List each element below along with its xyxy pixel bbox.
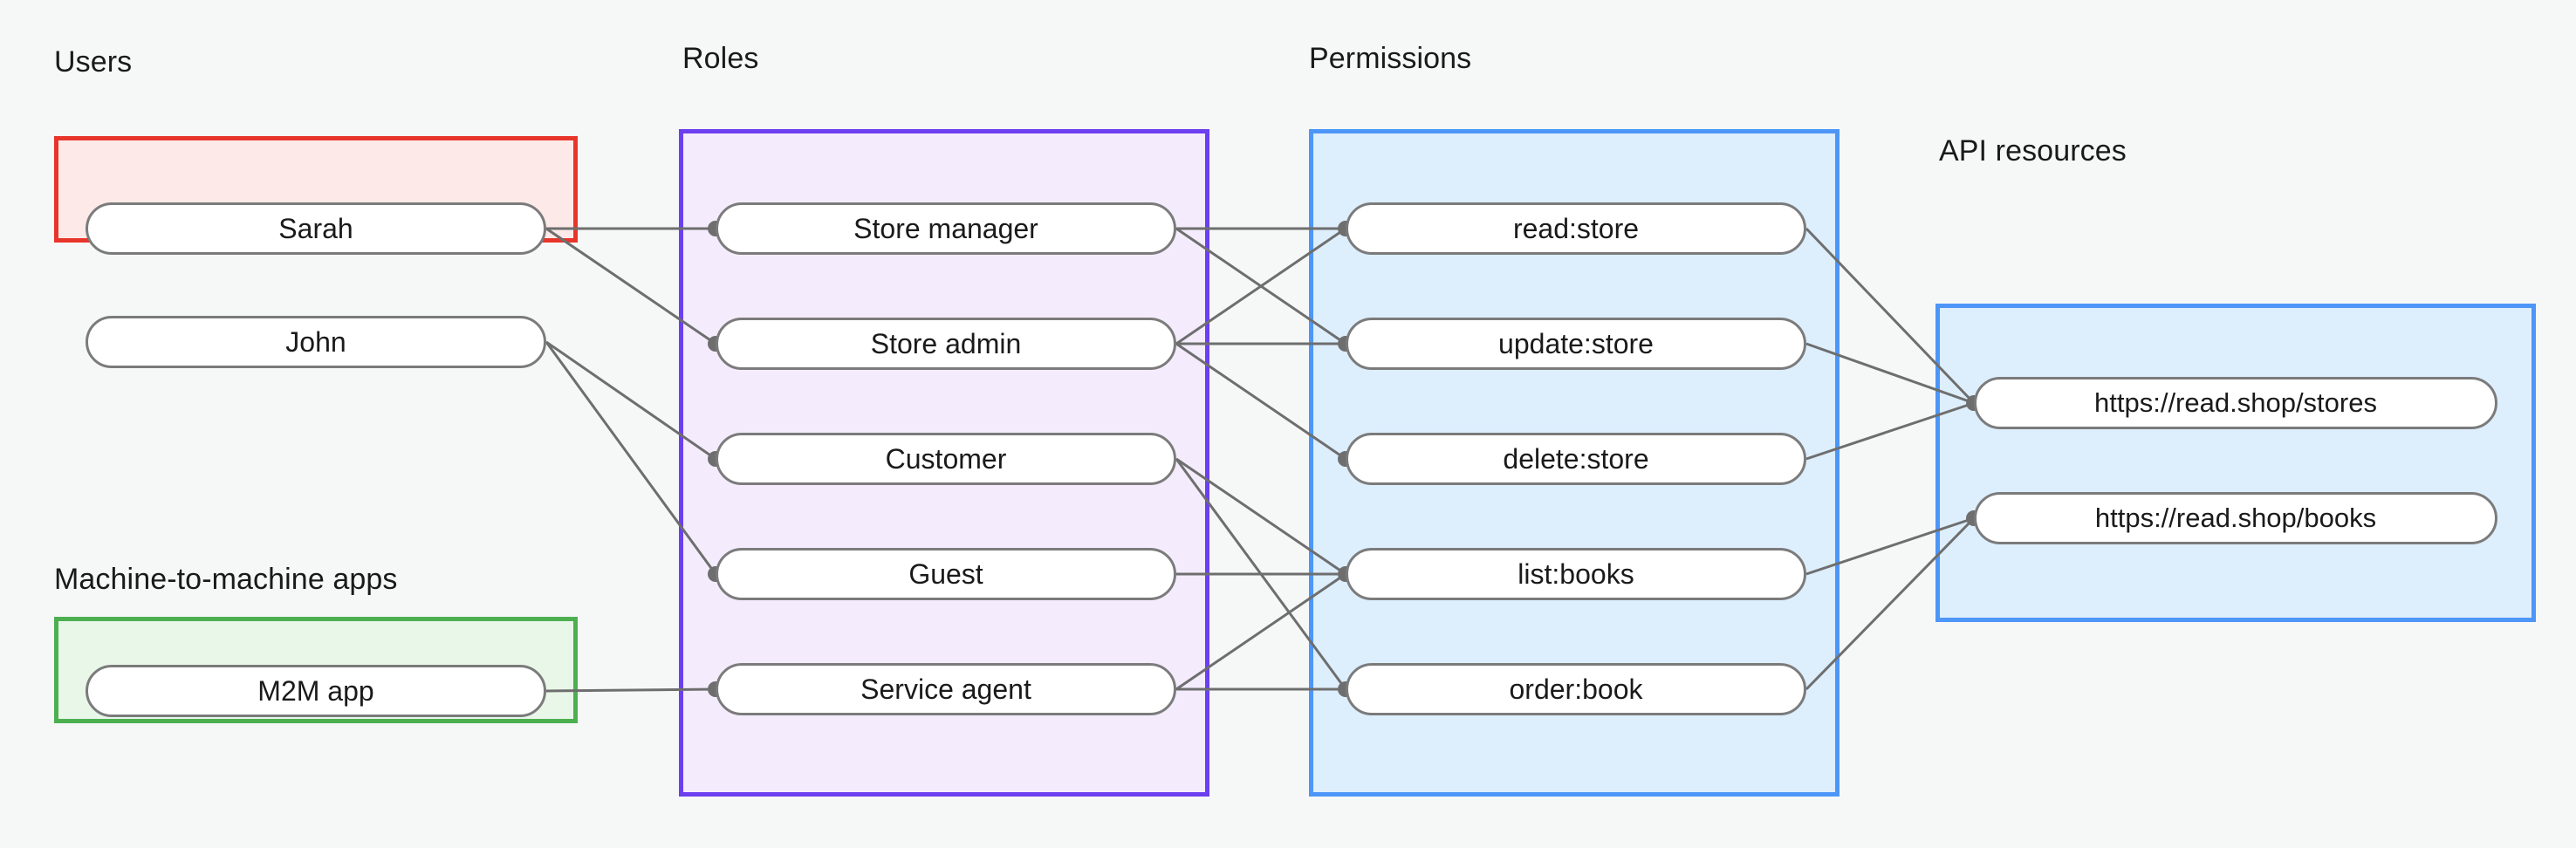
node-read_store[interactable]: read:store [1346,202,1806,255]
node-label-m2m_app: M2M app [257,674,374,707]
node-label-read_store: read:store [1512,212,1640,244]
node-guest[interactable]: Guest [716,548,1176,600]
node-res_books[interactable]: https://read.shop/books [1974,492,2497,544]
node-store_manager[interactable]: Store manager [716,202,1176,255]
node-m2m_app[interactable]: M2M app [86,665,546,717]
group-box-api_resources [1935,304,2536,622]
node-label-guest: Guest [908,557,983,590]
group-label-roles: Roles [682,42,759,75]
node-label-service_agent: Service agent [860,673,1031,705]
node-label-delete_store: delete:store [1503,442,1649,475]
node-list_books[interactable]: list:books [1346,548,1806,600]
node-label-store_admin: Store admin [870,327,1022,359]
node-john[interactable]: John [86,316,546,368]
node-sarah[interactable]: Sarah [86,202,546,255]
node-store_admin[interactable]: Store admin [716,318,1176,370]
node-label-store_manager: Store manager [853,212,1038,244]
node-service_agent[interactable]: Service agent [716,663,1176,715]
group-label-api_resources: API resources [1939,134,2127,168]
node-label-list_books: list:books [1518,557,1634,590]
group-label-users: Users [54,45,133,79]
node-delete_store[interactable]: delete:store [1346,433,1806,485]
group-label-m2m: Machine-to-machine apps [54,563,398,596]
node-customer[interactable]: Customer [716,433,1176,485]
node-order_book[interactable]: order:book [1346,663,1806,715]
node-label-update_store: update:store [1498,327,1654,359]
group-label-permissions: Permissions [1309,42,1472,75]
node-label-order_book: order:book [1509,673,1643,705]
node-label-john: John [285,325,346,358]
node-label-res_stores: https://read.shop/stores [2094,387,2377,418]
node-update_store[interactable]: update:store [1346,318,1806,370]
node-res_stores[interactable]: https://read.shop/stores [1974,377,2497,429]
node-label-res_books: https://read.shop/books [2094,503,2377,533]
node-label-customer: Customer [885,442,1007,475]
node-label-sarah: Sarah [278,212,353,244]
